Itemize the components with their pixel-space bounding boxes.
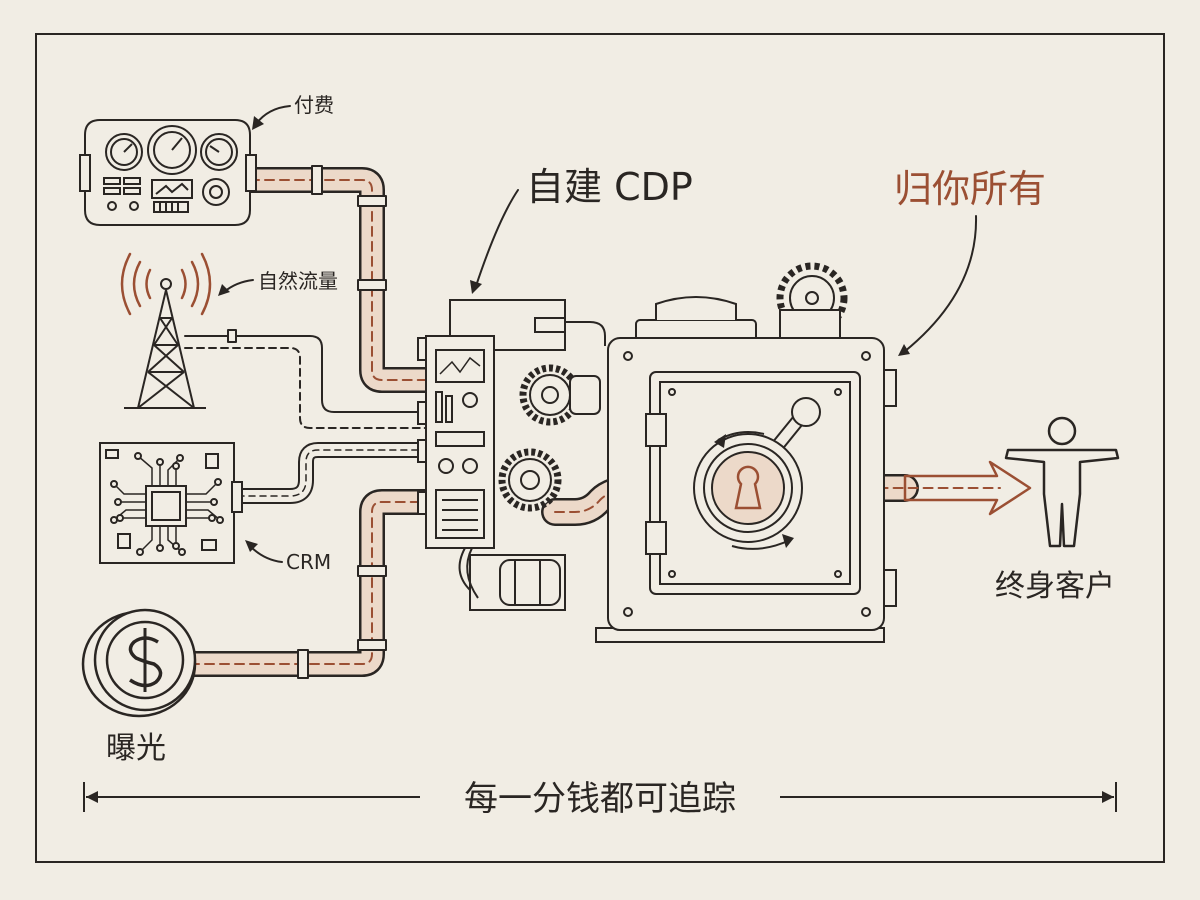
dial-rotation-arrows (714, 431, 794, 550)
leader-arrows (218, 105, 978, 563)
organic-tower-icon (120, 252, 212, 409)
output-arrow (903, 460, 1032, 516)
pipe-organic (184, 335, 431, 429)
pipe-crm (230, 442, 438, 504)
label-trackable: 每一分钱都可追踪 (464, 779, 736, 819)
label-organic: 自然流量 (258, 269, 338, 293)
paid-dashboard-icon (79, 119, 257, 226)
label-crm: CRM (286, 550, 331, 574)
pipe-couplings (227, 165, 387, 679)
exposure-coin-icon (81, 608, 197, 718)
cdp-machine (417, 299, 606, 611)
customer-figure-icon (1004, 416, 1120, 548)
outer-frame (35, 33, 1165, 863)
pipe-exposure (177, 489, 443, 677)
label-paid: 付费 (294, 93, 334, 117)
keyhole-icon (734, 465, 762, 510)
label-cdp: 自建 CDP (526, 165, 693, 209)
tracking-dimension-line (83, 782, 1117, 812)
crm-circuit-icon (99, 442, 243, 564)
label-owned: 归你所有 (894, 167, 1046, 211)
owned-safe (595, 262, 897, 643)
label-exposure: 曝光 (106, 731, 166, 766)
label-lifetime-customer: 终身客户 (995, 569, 1115, 604)
